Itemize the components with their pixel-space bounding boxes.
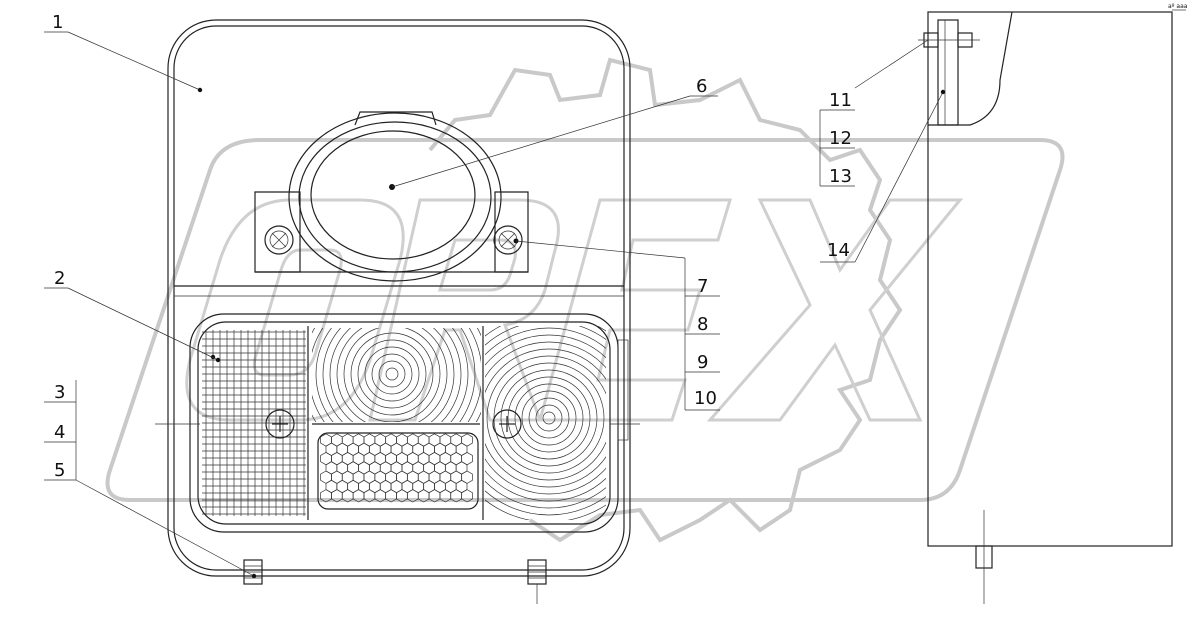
bolt-left-icon <box>243 559 263 585</box>
callout-6: 6 <box>696 76 707 97</box>
lens-frame-inner <box>197 321 611 525</box>
watermark-letter-o <box>185 198 405 422</box>
callout-12: 12 <box>829 128 852 149</box>
grid-lens <box>202 330 306 516</box>
round-lamp-lens <box>310 130 476 260</box>
watermark-letter-e <box>538 198 733 422</box>
lamp-front-view <box>155 19 640 604</box>
side-bolt-bottom-icon <box>975 510 993 604</box>
watermark-gear-outline <box>428 57 903 543</box>
reflector-frame <box>317 432 479 510</box>
screw-left-icon <box>264 225 294 255</box>
concentric-lens-a <box>312 328 481 422</box>
upper-lamp-assembly <box>254 111 529 282</box>
callout-3: 3 <box>54 382 65 403</box>
lens-panel <box>155 313 640 533</box>
cross-screw-left-icon <box>265 409 295 439</box>
lamp-housing-inner <box>173 25 625 571</box>
watermark-frame-left <box>105 138 1065 502</box>
corner-mark: aº aaa <box>1168 3 1188 10</box>
watermark-logo <box>105 57 1065 543</box>
callout-9: 9 <box>697 352 708 373</box>
callout-11: 11 <box>829 90 852 111</box>
callout-8: 8 <box>697 314 708 335</box>
callout-7: 7 <box>697 276 708 297</box>
callout-5: 5 <box>54 460 65 481</box>
side-bolt-top-icon <box>918 32 980 48</box>
callout-1: 1 <box>52 12 63 33</box>
concentric-lens-b <box>485 326 606 520</box>
lamp-side-view <box>918 9 1186 604</box>
cross-screw-right-icon <box>492 409 522 439</box>
watermark-text: OREX <box>1100 617 1103 619</box>
watermark-letter-x <box>706 198 964 422</box>
left-bracket <box>254 191 301 273</box>
bolt-right-icon <box>527 559 547 604</box>
mount-plate <box>937 19 959 126</box>
callout-14: 14 <box>827 240 850 261</box>
callout-4: 4 <box>54 422 65 443</box>
lamp-top-tab <box>354 111 437 126</box>
round-lamp-outer <box>288 112 502 282</box>
leader-lines <box>44 31 946 579</box>
callout-10: 10 <box>694 388 717 409</box>
callout-labels: 1 2 3 4 5 6 7 8 9 10 11 12 13 14 aº aaa … <box>52 3 1188 619</box>
lamp-housing-outer <box>167 19 631 577</box>
side-body <box>927 11 1173 547</box>
hex-reflector <box>320 433 473 503</box>
callout-13: 13 <box>829 166 852 187</box>
side-tab <box>617 339 629 441</box>
watermark-letter-r <box>368 198 560 422</box>
round-lamp-mid <box>298 121 492 273</box>
side-contour <box>928 11 1013 126</box>
callout-2: 2 <box>54 268 65 289</box>
